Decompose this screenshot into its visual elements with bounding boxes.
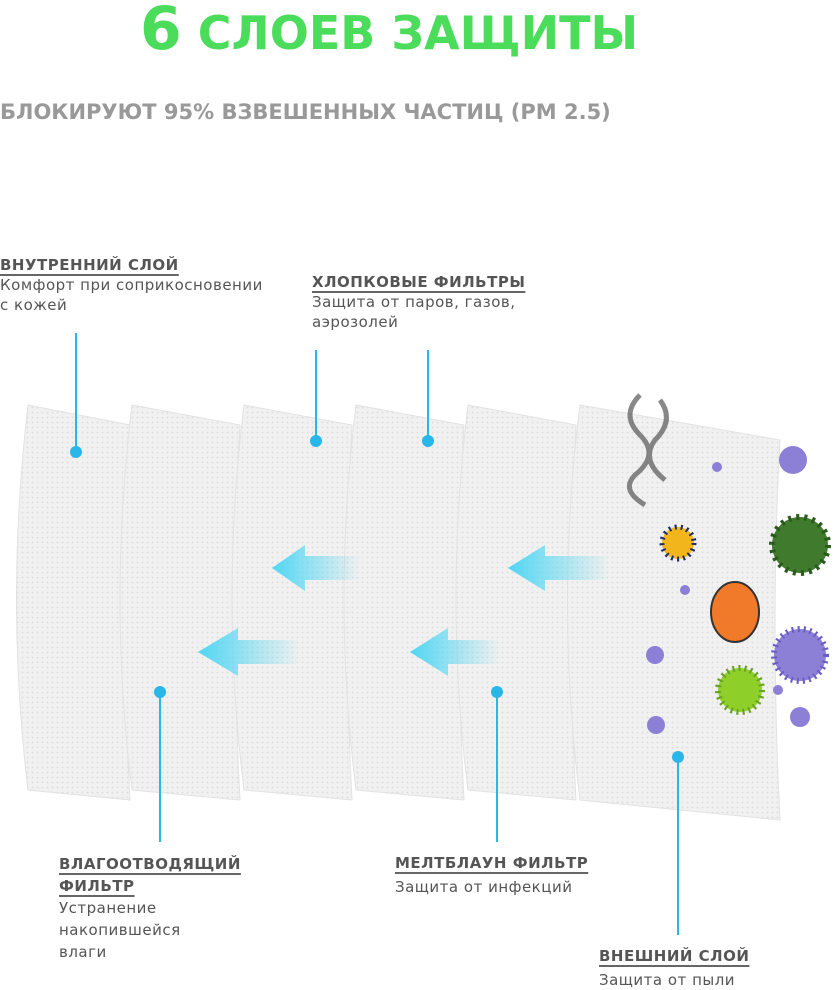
label-desc: Комфорт при соприкосновении с кожей	[0, 276, 263, 314]
label-title: ВНЕШНИЙ СЛОЙ	[599, 947, 750, 965]
layer-panel-5	[455, 404, 577, 801]
label-meltblown-filter: МЕЛТБЛАУН ФИЛЬТР Защита от инфекций	[395, 853, 655, 897]
virus-icon	[771, 626, 829, 684]
layer-panel-2	[119, 404, 241, 801]
subtitle: БЛОКИРУЮТ 95% ВЗВЕШЕННЫХ ЧАСТИЦ (PM 2.5)	[0, 100, 611, 124]
layer-panel-1	[16, 404, 131, 801]
callout-dot	[154, 686, 166, 698]
virus-icon	[773, 685, 783, 695]
label-title: МЕЛТБЛАУН ФИЛЬТР	[395, 854, 589, 872]
title-number: 6	[140, 0, 182, 64]
virus-icon	[712, 462, 722, 472]
arrow-left-icon	[272, 545, 360, 591]
callout-dot	[491, 686, 503, 698]
label-title: ХЛОПКОВЫЕ ФИЛЬТРЫ	[312, 273, 526, 291]
smoke-icon	[626, 393, 669, 508]
virus-icon	[646, 646, 664, 664]
virus-icon	[779, 446, 807, 474]
label-title: ВЛАГООТВОДЯЩИЙ ФИЛЬТР	[59, 855, 241, 895]
callout-dot	[672, 751, 684, 763]
particles	[626, 393, 831, 734]
label-desc: Защита от паров, газов, аэрозолей	[312, 293, 516, 331]
flow-arrows	[198, 545, 610, 676]
callout-dot	[422, 435, 434, 447]
bacteria-icon	[710, 581, 760, 643]
mask-layers	[16, 404, 781, 821]
virus-icon	[680, 585, 690, 595]
label-cotton-filters: ХЛОПКОВЫЕ ФИЛЬТРЫ Защита от паров, газов…	[312, 272, 562, 332]
label-title: ВНУТРЕННИЙ СЛОЙ	[0, 256, 179, 274]
arrow-left-icon	[198, 628, 300, 676]
virus-icon	[715, 665, 765, 715]
callout-lines	[70, 333, 684, 935]
label-desc: Устранение накопившейся влаги	[59, 899, 181, 961]
virus-icon	[790, 707, 810, 727]
label-outer-layer: ВНЕШНИЙ СЛОЙ Защита от пыли	[599, 946, 829, 990]
label-desc: Защита от инфекций	[395, 878, 573, 896]
arrow-left-icon	[410, 628, 500, 676]
label-desc: Защита от пыли	[599, 971, 736, 989]
label-moisture-filter: ВЛАГООТВОДЯЩИЙ ФИЛЬТР Устранение накопив…	[59, 853, 269, 963]
page-title: 6 СЛОЕВ ЗАЩИТЫ	[140, 0, 638, 64]
callout-dot	[70, 446, 82, 458]
label-inner-layer: ВНУТРЕННИЙ СЛОЙ Комфорт при соприкоснове…	[0, 255, 270, 315]
layer-panel-3	[231, 404, 353, 801]
title-text: СЛОЕВ ЗАЩИТЫ	[197, 6, 639, 60]
callout-dot	[310, 435, 322, 447]
virus-icon	[769, 514, 831, 576]
layer-panel-4	[343, 404, 465, 801]
virus-icon	[647, 716, 665, 734]
arrow-left-icon	[508, 545, 610, 591]
bacteria-icon	[659, 524, 697, 562]
